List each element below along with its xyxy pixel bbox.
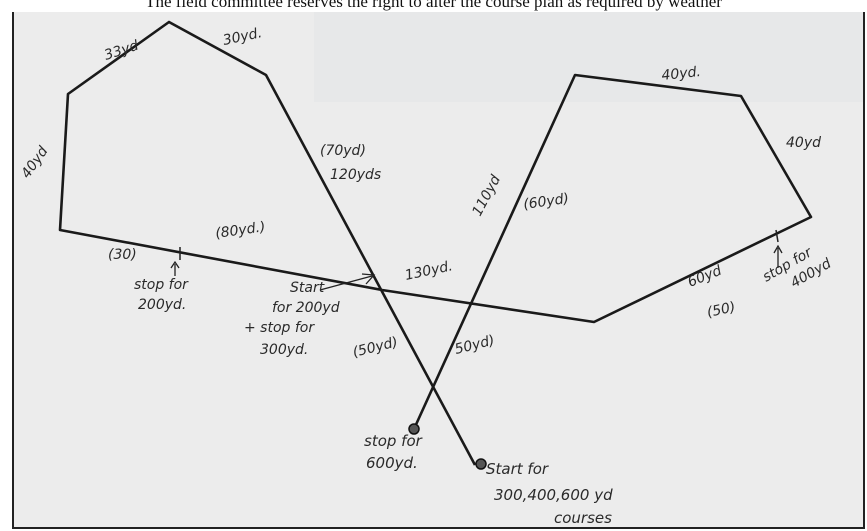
left-loop-path bbox=[58, 20, 477, 466]
label-70yd: (70yd) bbox=[320, 143, 366, 159]
stop-600-marker bbox=[408, 423, 420, 435]
label-40yd-right: 40yd bbox=[786, 135, 821, 151]
label-80yd: (80yd.) bbox=[214, 219, 266, 242]
stop-400-tick bbox=[775, 229, 779, 243]
start-marker bbox=[475, 458, 487, 470]
start-all-line3: courses bbox=[554, 509, 612, 527]
label-50-paren: (50) bbox=[706, 299, 737, 321]
stop-200-line2: 200yd. bbox=[138, 297, 186, 313]
label-120yds: 120yds bbox=[330, 167, 381, 183]
label-30-paren: (30) bbox=[108, 247, 137, 263]
start-200-line2: for 200yd bbox=[272, 300, 340, 316]
start-200-line1: Start bbox=[290, 280, 325, 296]
stop-400-arrowhead bbox=[773, 244, 783, 254]
course-diagram: 33yd 30yd. 40yd (70yd) 120yds (80yd.) (3… bbox=[14, 12, 863, 527]
stop-600-line2: 600yd. bbox=[366, 454, 418, 472]
start-200-line3: + stop for bbox=[244, 320, 315, 336]
paper-shade bbox=[314, 12, 863, 102]
course-map-photo: 33yd 30yd. 40yd (70yd) 120yds (80yd.) (3… bbox=[12, 12, 865, 529]
right-loop-path bbox=[381, 73, 813, 430]
label-60yd-paren: (60yd) bbox=[522, 191, 570, 213]
label-40yd-top-right: 40yd. bbox=[661, 64, 702, 84]
stop-200-line1: stop for bbox=[134, 277, 189, 293]
stop-600-line1: stop for bbox=[364, 432, 423, 450]
stop-200-arrowhead bbox=[170, 260, 180, 269]
start-200-line4: 300yd. bbox=[260, 342, 308, 358]
start-200-arrowhead bbox=[361, 273, 376, 285]
start-all-line1: Start for bbox=[486, 460, 549, 478]
page-caption: The field committee reserves the right t… bbox=[145, 0, 722, 11]
start-200-arrow bbox=[319, 275, 373, 291]
start-all-line2: 300,400,600 yd bbox=[494, 486, 613, 504]
